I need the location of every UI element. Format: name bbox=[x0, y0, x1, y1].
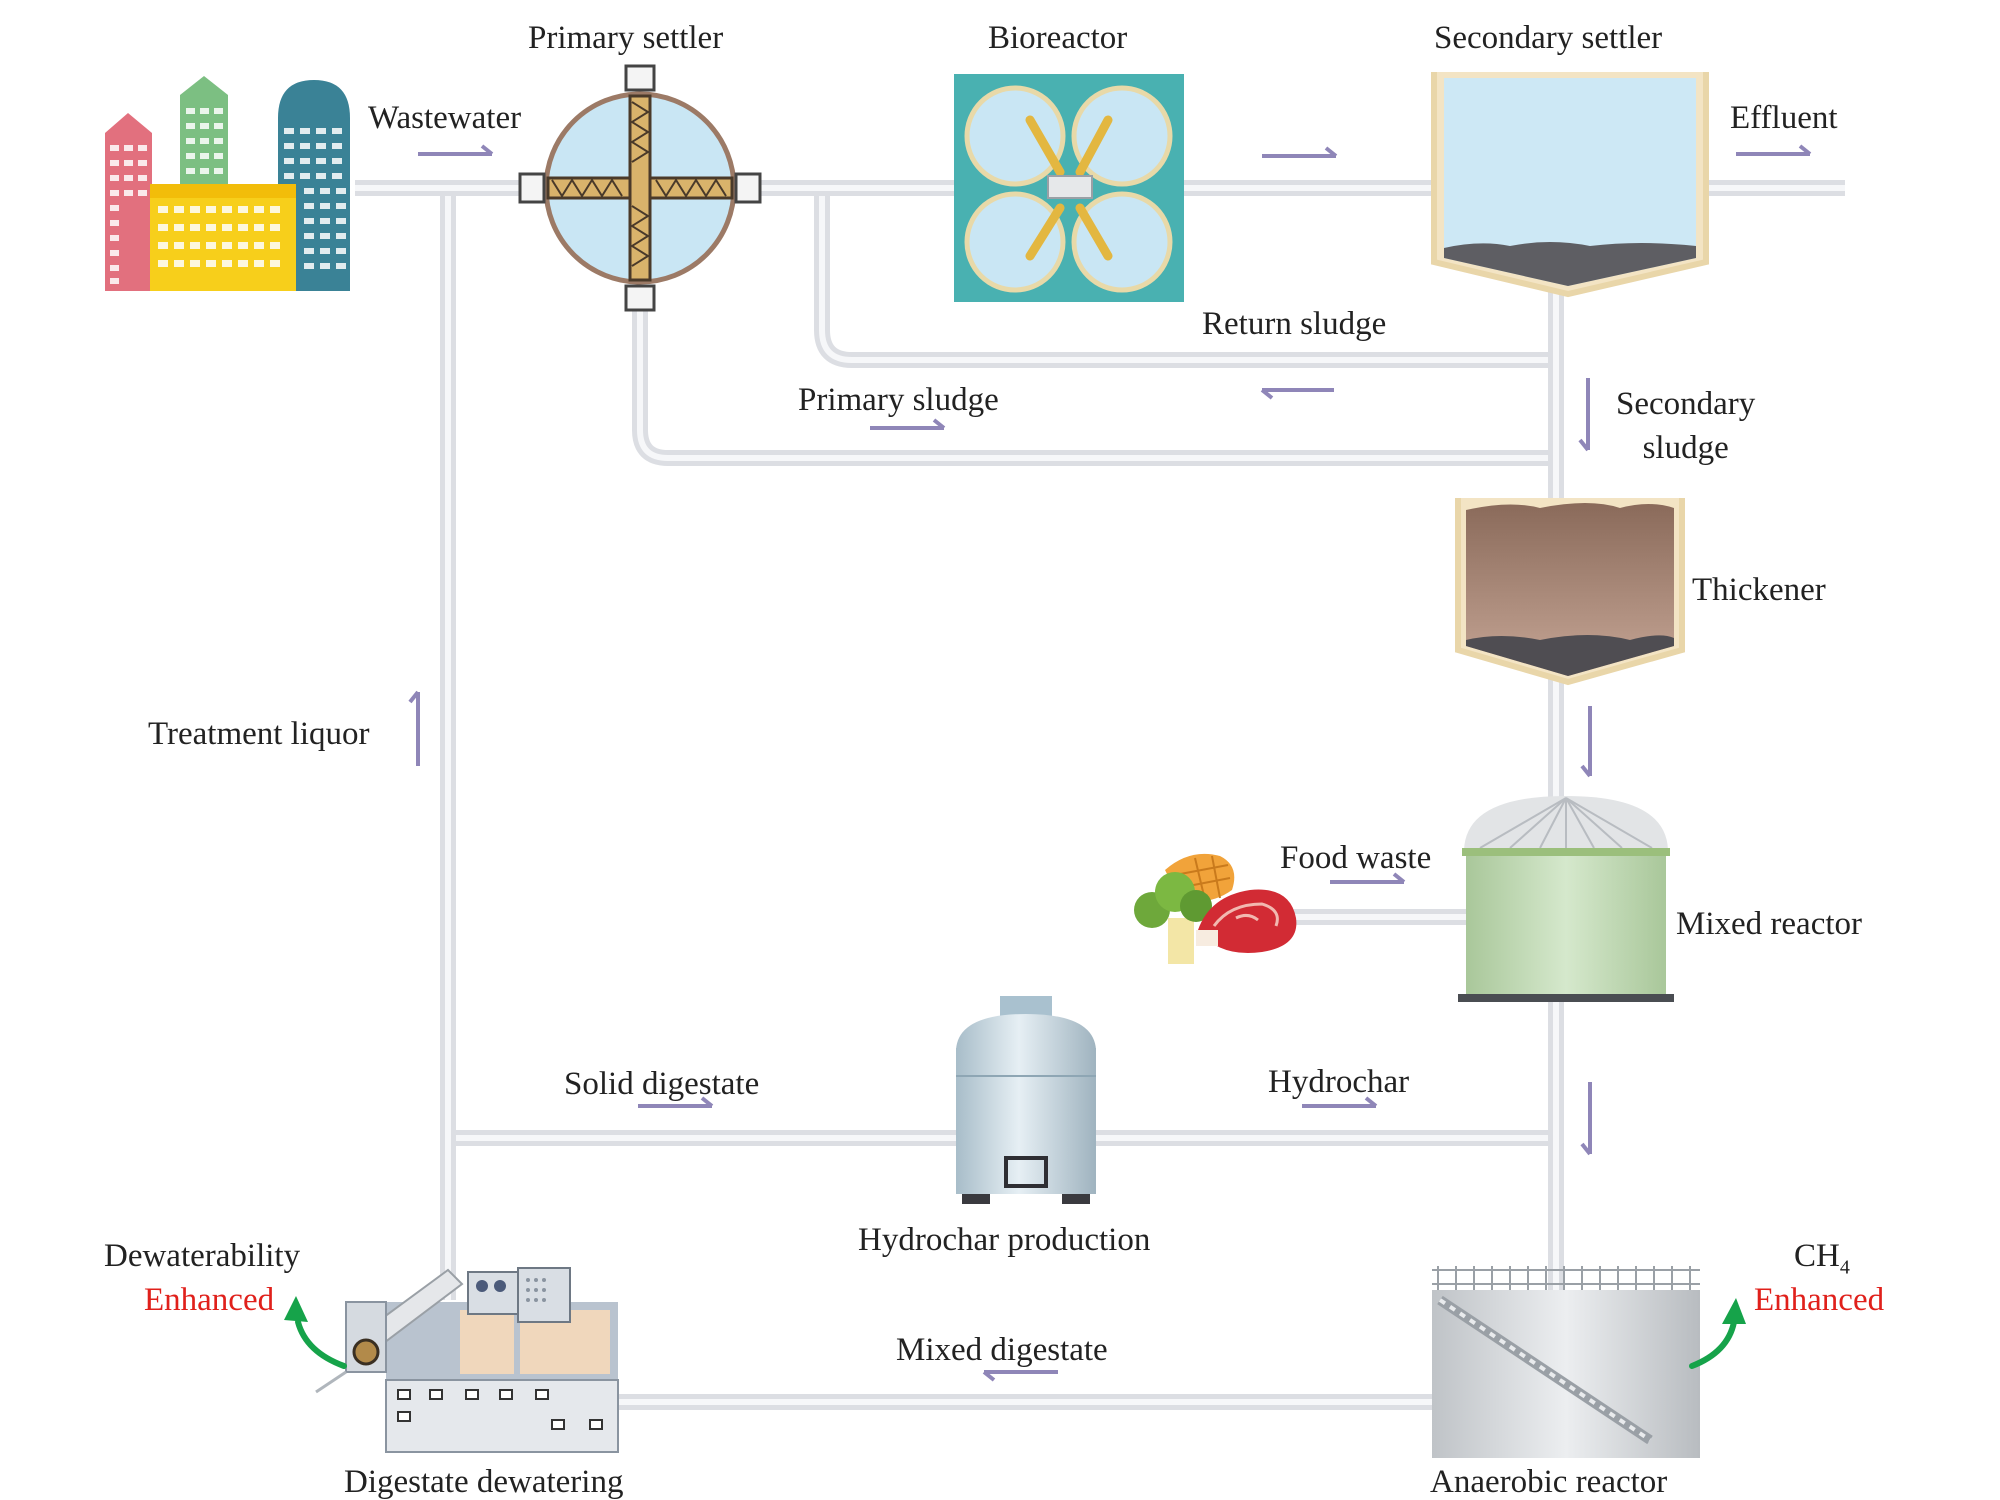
label-treatment-liquor: Treatment liquor bbox=[148, 716, 370, 752]
food-waste-icon bbox=[1134, 853, 1297, 964]
arrow-treatment-liquor bbox=[408, 690, 420, 766]
anaerobic-tank-icon bbox=[1432, 1266, 1700, 1458]
label-ch4-status: Enhanced bbox=[1754, 1282, 1885, 1318]
label-return-sludge: Return sludge bbox=[1202, 306, 1387, 342]
arrow-hydrochar bbox=[1302, 1096, 1378, 1108]
label-dewaterability: Dewaterability bbox=[104, 1238, 301, 1274]
arrow-wastewater bbox=[418, 144, 494, 156]
flow-arrows bbox=[408, 144, 1812, 1382]
arrow-thickener-out bbox=[1580, 706, 1592, 778]
label-dewaterability-status: Enhanced bbox=[144, 1282, 275, 1318]
four-tank-bioreactor-icon bbox=[954, 74, 1184, 302]
label-primary-settler: Primary settler bbox=[528, 20, 724, 56]
ch4-arrowhead-icon bbox=[1722, 1298, 1746, 1324]
arrow-secondary-sludge bbox=[1578, 378, 1590, 452]
domed-reactor-icon bbox=[1458, 796, 1674, 1002]
dewaterability-arrowhead-icon bbox=[284, 1296, 308, 1322]
label-anaerobic-reactor: Anaerobic reactor bbox=[1430, 1464, 1668, 1500]
label-ch4-subscript: 4 bbox=[1839, 1256, 1850, 1279]
pressure-vessel-icon bbox=[956, 996, 1096, 1204]
label-thickener: Thickener bbox=[1692, 572, 1826, 608]
city-buildings-icon bbox=[105, 76, 350, 291]
settling-tank-icon bbox=[1431, 72, 1709, 298]
label-hydrochar-production: Hydrochar production bbox=[858, 1222, 1151, 1258]
primary-sludge-pipe bbox=[632, 300, 1548, 466]
label-effluent: Effluent bbox=[1730, 100, 1838, 136]
label-primary-sludge: Primary sludge bbox=[798, 382, 999, 418]
pipe-network bbox=[355, 180, 1845, 1410]
label-mixed-reactor: Mixed reactor bbox=[1676, 906, 1862, 942]
enhancement-arrows bbox=[295, 1319, 1737, 1369]
label-mixed-digestate: Mixed digestate bbox=[896, 1332, 1108, 1368]
label-bioreactor: Bioreactor bbox=[988, 20, 1128, 56]
dewaterability-up-arrow-icon bbox=[295, 1319, 347, 1369]
label-secondary-sludge-line1: Secondary bbox=[1616, 386, 1756, 422]
arrow-solid-digestate bbox=[638, 1096, 714, 1108]
arrow-effluent bbox=[1736, 144, 1812, 156]
label-ch4-base: CH bbox=[1794, 1238, 1840, 1274]
arrow-mixed-digestate bbox=[982, 1370, 1058, 1382]
label-secondary-sludge-line2: sludge bbox=[1642, 430, 1729, 466]
label-secondary-settler: Secondary settler bbox=[1434, 20, 1663, 56]
dewatering-machine-icon bbox=[315, 1267, 619, 1453]
label-ch4: CH4 bbox=[1794, 1240, 1850, 1278]
label-food-waste: Food waste bbox=[1280, 840, 1432, 876]
label-secondary-sludge: Secondary sludge bbox=[1616, 382, 1755, 470]
arrow-mixed-reactor-out bbox=[1580, 1082, 1592, 1156]
label-wastewater: Wastewater bbox=[368, 100, 522, 136]
ch4-up-arrow-icon bbox=[1689, 1319, 1737, 1369]
label-digestate-dewatering: Digestate dewatering bbox=[344, 1464, 624, 1500]
arrow-to-secondary-settler bbox=[1262, 146, 1338, 158]
arrow-food-waste bbox=[1330, 872, 1406, 884]
thickener-tank-icon bbox=[1455, 498, 1685, 686]
circular-settler-icon bbox=[518, 64, 762, 312]
arrow-primary-sludge bbox=[870, 418, 946, 430]
label-solid-digestate: Solid digestate bbox=[564, 1066, 760, 1102]
label-hydrochar: Hydrochar bbox=[1268, 1064, 1410, 1100]
arrow-return-sludge bbox=[1260, 388, 1334, 400]
